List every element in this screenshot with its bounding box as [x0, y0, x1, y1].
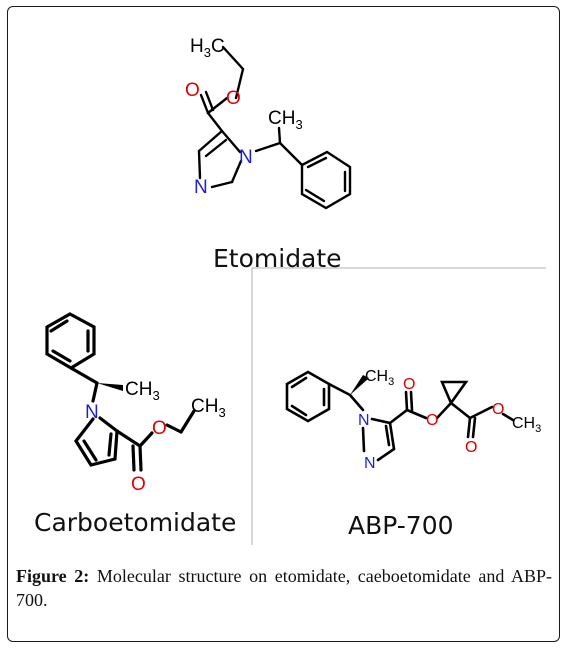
abp700-atom-ch3-side: CH3	[365, 368, 394, 388]
etomidate-structure	[197, 45, 352, 210]
abp700-atom-o-double2: O	[465, 439, 477, 456]
etomidate-atom-n1: N	[239, 147, 253, 168]
carboetomidate-structure	[45, 312, 196, 472]
abp700-atom-o-ester1: O	[426, 412, 438, 429]
figure-caption: Figure 2: Molecular structure on etomida…	[16, 564, 552, 612]
carboetomidate-atom-ch3-side: CH3	[125, 379, 160, 403]
carboetomidate-atom-n1: N	[85, 402, 99, 423]
abp700-atom-o-ch3: O	[492, 401, 504, 418]
carboetomidate-atom-ch3-ethyl: CH3	[191, 396, 226, 420]
etomidate-atom-o-ester: O	[226, 88, 241, 109]
etomidate-atom-ch3: CH3	[268, 108, 303, 132]
carboetomidate-atom-labels: CH3 CH3 N O O	[85, 379, 226, 495]
etomidate-label: Etomidate	[213, 244, 342, 273]
carboetomidate-wedge-bond	[97, 383, 123, 391]
carboetomidate-label: Carboetomidate	[34, 508, 237, 537]
etomidate-atom-n3: N	[194, 177, 208, 198]
caption-lead: Figure 2:	[16, 566, 90, 586]
abp700-atom-n1: N	[358, 412, 370, 429]
caption-text: Molecular structure on etomidate, caeboe…	[16, 566, 553, 610]
etomidate-atom-h3c: H3C	[190, 36, 225, 60]
carboetomidate-atom-o-ester: O	[152, 418, 167, 439]
abp700-atom-labels: CH3 O O O CH3 O N N	[358, 368, 541, 472]
etomidate-atom-labels: H3C O O CH3 N N	[185, 36, 303, 198]
abp700-atom-ch3-tail: CH3	[512, 415, 541, 435]
abp700-label: ABP-700	[348, 511, 454, 540]
etomidate-atom-o-double: O	[185, 80, 200, 101]
abp700-atom-o-double1: O	[403, 376, 415, 393]
carboetomidate-atom-o-double: O	[131, 474, 146, 495]
figure-frame	[7, 6, 560, 642]
abp700-structure	[285, 370, 515, 462]
abp700-wedge-bond	[350, 375, 369, 395]
abp700-atom-n3: N	[364, 455, 376, 472]
